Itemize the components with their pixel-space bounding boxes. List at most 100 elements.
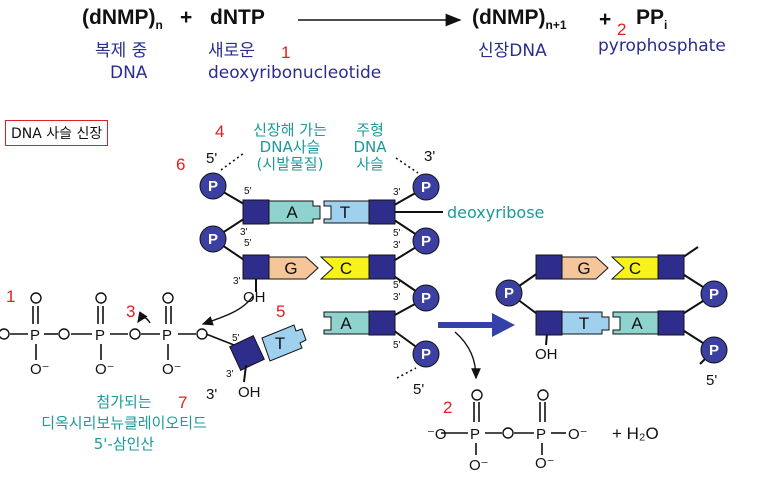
label-new-line1: 새로운 — [208, 41, 255, 61]
bond-break-arrow — [137, 311, 151, 324]
eq-plus-2: + — [599, 8, 612, 31]
oxygen-minus-label: ⁻O — [427, 426, 447, 443]
template-strand-label: 주형 DNA 사슬 — [353, 121, 387, 173]
attack-arrow — [201, 295, 254, 326]
prime-marker: 5' — [393, 280, 401, 291]
label-replicating-line1: 복제 중 — [95, 41, 148, 61]
prime-marker: 5' — [393, 228, 401, 239]
base-letter: C — [629, 259, 641, 278]
growing-strand-label: 신장해 가는 DNA사슬 (시발물질) — [253, 121, 327, 173]
base-letter: T — [275, 334, 285, 353]
step-number-1: 1 — [6, 287, 16, 306]
incoming-nucleotide-label: 첨가되는 디옥시리보뉴클레이오티드 5'-삼인산 — [41, 393, 207, 453]
prime-marker: 5' — [244, 186, 252, 197]
oh-incoming: OH — [238, 384, 261, 401]
base-letter: G — [284, 259, 297, 278]
release-arrow — [454, 331, 481, 380]
phosphate-letter: P — [421, 346, 431, 363]
phosphate-circle — [495, 279, 523, 307]
sugar-square — [368, 254, 396, 280]
sugar-square — [535, 254, 563, 280]
three-prime-bottom-left: 3' — [206, 386, 218, 403]
deoxyribose-label: deoxyribose — [447, 203, 545, 222]
section-title: DNA 사슬 신장 — [5, 120, 109, 146]
phosphate-letter: P — [208, 178, 218, 195]
oxygen-minus-label: O⁻ — [568, 426, 588, 443]
base-letter: A — [286, 203, 298, 222]
incoming-oh-bond — [243, 364, 247, 383]
base-letter: G — [577, 259, 590, 278]
base-c-product — [610, 256, 659, 280]
eq-left-term: (dNMP)n — [82, 6, 163, 33]
step-number-5: 5 — [276, 302, 286, 321]
base-letter: T — [340, 203, 350, 222]
backbone-continuation — [396, 367, 417, 379]
prime-marker: 3' — [393, 187, 401, 198]
phosphate-letter: P — [709, 342, 719, 359]
step-number-7: 7 — [178, 393, 188, 412]
phosphate-circle — [412, 284, 440, 312]
backbone-continuation — [395, 157, 419, 174]
base-g — [268, 256, 319, 280]
phosphate-letter: P — [421, 179, 431, 196]
transition-arrow-head — [492, 313, 515, 337]
phosphate-letter: P — [208, 231, 218, 248]
label-pyrophosphate: pyrophosphate — [598, 36, 726, 56]
step-number-2: 2 — [443, 398, 453, 417]
eq-number-1: 1 — [281, 43, 291, 62]
oxygen-minus-label: O⁻ — [95, 361, 115, 378]
base-a-template — [323, 311, 370, 335]
five-prime-top-left: 5' — [206, 150, 218, 167]
phosphate-letter: P — [421, 233, 431, 250]
base-letter: A — [631, 314, 643, 333]
base-letter: A — [340, 314, 352, 333]
base-t — [323, 200, 370, 224]
step-number-4: 4 — [215, 122, 225, 141]
base-t-product — [561, 311, 610, 335]
three-prime-top-right: 3' — [424, 148, 436, 165]
base-letter: T — [579, 314, 589, 333]
base-letter: C — [340, 259, 352, 278]
sugar-square — [535, 310, 563, 336]
prime-marker: 5' — [244, 238, 252, 249]
base-c — [319, 256, 370, 280]
eq-right-term: (dNMP)n+1 — [472, 6, 567, 33]
oxygen-minus-label: O⁻ — [162, 361, 182, 378]
five-prime-product: 5' — [706, 372, 718, 389]
phosphate-circle — [412, 227, 440, 255]
phosphorus-label: P — [30, 327, 40, 344]
oxygen-minus-label: O⁻ — [535, 455, 555, 472]
label-replicating-line2: DNA — [110, 63, 148, 83]
prime-marker: 3' — [393, 292, 401, 303]
oxygen-minus-label: O⁻ — [469, 457, 489, 474]
step-number-6: 6 — [176, 155, 186, 174]
backbone-continuation — [220, 152, 245, 171]
sugar-square — [368, 199, 396, 225]
sugar-square — [368, 310, 396, 336]
oh-product: OH — [535, 346, 558, 363]
base-a — [268, 200, 321, 224]
label-elongated: 신장DNA — [478, 41, 547, 61]
sugar-square — [657, 254, 685, 280]
phosphorus-label: P — [162, 327, 172, 344]
prime-marker: 5' — [393, 340, 401, 351]
step-number-3: 3 — [126, 302, 136, 321]
oxygen-minus-label: O⁻ — [30, 361, 50, 378]
incoming-sugar — [229, 335, 265, 371]
eq-dntp: dNTP — [210, 6, 265, 29]
phosphate-letter: P — [421, 290, 431, 307]
base-a-product — [612, 311, 659, 335]
phosphate-circle — [199, 172, 227, 200]
phosphate-circle — [700, 280, 728, 308]
phosphate-circle — [199, 225, 227, 253]
incoming-base-t — [261, 324, 307, 362]
prime-marker: 5' — [232, 333, 240, 344]
phosphorus-label: P — [470, 426, 480, 443]
phosphate-letter: P — [709, 286, 719, 303]
label-new-line2: deoxyribonucleotide — [208, 63, 382, 83]
base-g-product — [561, 256, 609, 280]
eq-plus-1: + — [180, 6, 193, 29]
phosphate-circle — [412, 173, 440, 201]
